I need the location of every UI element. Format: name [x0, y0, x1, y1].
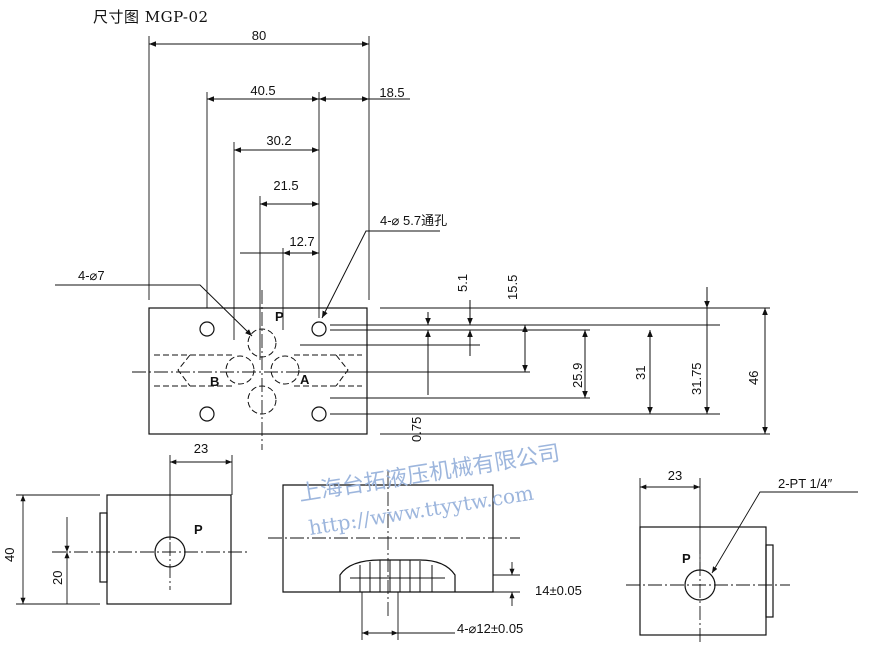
left-view-outline	[106, 494, 232, 605]
extension-lines	[148, 36, 770, 435]
top-view	[55, 36, 770, 450]
vertical-dimension-lines	[425, 287, 768, 434]
callout-holes-right: 4-⌀ 5.7通孔	[380, 213, 447, 228]
right-thread-callout: 2-PT 1/4″	[778, 476, 833, 491]
dim-21-5: 21.5	[273, 178, 298, 193]
dim-12-7: 12.7	[289, 234, 314, 249]
mounting-holes	[199, 321, 327, 422]
right-view	[626, 478, 858, 645]
internal-passages	[154, 328, 362, 415]
dim-25-9: 25.9	[570, 363, 585, 388]
horizontal-dimension-lines	[149, 41, 410, 256]
dim-31-75: 31.75	[689, 362, 704, 395]
right-dim-23: 23	[668, 468, 682, 483]
front-dim-holes: 4-⌀12±0.05	[457, 621, 523, 636]
left-dim-20: 20	[50, 571, 65, 585]
left-view	[16, 455, 250, 605]
front-view-recess	[339, 559, 456, 592]
port-label-p: P	[275, 309, 284, 324]
dim-46: 46	[746, 371, 761, 385]
left-view-flange	[99, 512, 108, 583]
dim-18-5: 18.5	[379, 85, 404, 100]
dim-80: 80	[252, 28, 266, 43]
right-view-flange	[765, 544, 774, 618]
front-dim-depth: 14±0.05	[535, 583, 582, 598]
callout-holes-left: 4-⌀7	[78, 268, 105, 283]
front-view	[268, 470, 520, 640]
dim-40-5: 40.5	[250, 83, 275, 98]
port-label-b: B	[210, 374, 219, 389]
left-port-label: P	[194, 522, 203, 537]
dim-5-1: 5.1	[455, 274, 470, 292]
valve-body-outline	[148, 307, 368, 435]
left-dim-23: 23	[194, 441, 208, 456]
dim-0-75: 0.75	[409, 417, 424, 442]
port-label-a: A	[300, 372, 310, 387]
right-port-label: P	[682, 551, 691, 566]
dim-31: 31	[633, 366, 648, 380]
left-dim-40: 40	[2, 548, 17, 562]
dim-30-2: 30.2	[266, 133, 291, 148]
dim-15-5: 15.5	[505, 275, 520, 300]
centre-lines	[132, 290, 384, 450]
callout-leaders	[55, 230, 440, 337]
drawing-title: 尺寸图 MGP-02	[93, 8, 209, 26]
right-view-outline	[639, 526, 767, 636]
